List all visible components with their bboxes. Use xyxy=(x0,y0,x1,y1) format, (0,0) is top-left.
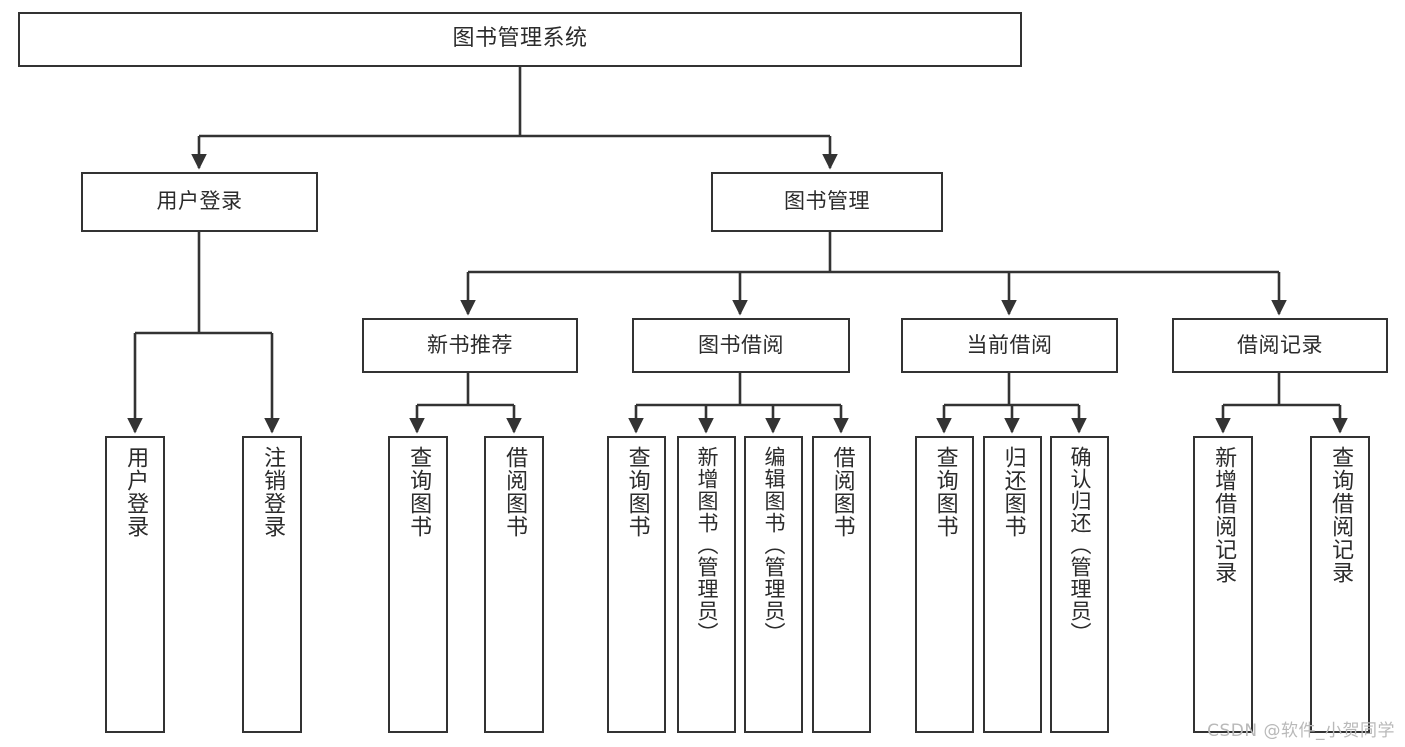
node-leaf-return-book[interactable]: 归还图书 xyxy=(983,436,1042,733)
node-leaf-borrow-book-1[interactable]: 借阅图书 xyxy=(484,436,544,733)
node-leaf-query-book-2[interactable]: 查询图书 xyxy=(607,436,666,733)
node-leaf-borrow-book-2[interactable]: 借阅图书 xyxy=(812,436,871,733)
node-leaf-logout-label: 注销登录 xyxy=(260,446,286,538)
node-root-label: 图书管理系统 xyxy=(452,26,588,52)
node-book-management-label: 图书管理 xyxy=(784,189,870,214)
node-leaf-borrow-book-2-label: 借阅图书 xyxy=(829,446,855,538)
node-borrow-records[interactable]: 借阅记录 xyxy=(1172,318,1388,373)
node-leaf-confirm-return[interactable]: 确认归还（管理员） xyxy=(1050,436,1109,733)
node-leaf-login-label: 用户登录 xyxy=(123,446,149,538)
node-leaf-edit-book[interactable]: 编辑图书（管理员） xyxy=(744,436,803,733)
node-user-login[interactable]: 用户登录 xyxy=(81,172,318,232)
node-leaf-query-record-label: 查询借阅记录 xyxy=(1328,446,1354,584)
node-leaf-add-record[interactable]: 新增借阅记录 xyxy=(1193,436,1253,733)
node-leaf-login[interactable]: 用户登录 xyxy=(105,436,165,733)
node-current-borrow-label: 当前借阅 xyxy=(966,332,1053,357)
watermark-text: CSDN @软件_小贺同学 xyxy=(1207,721,1395,741)
node-leaf-edit-book-label: 编辑图书（管理员） xyxy=(762,446,787,644)
node-root[interactable]: 图书管理系统 xyxy=(18,12,1022,67)
node-leaf-borrow-book-1-label: 借阅图书 xyxy=(502,446,528,538)
node-leaf-confirm-return-label: 确认归还（管理员） xyxy=(1068,446,1093,644)
node-borrow-records-label: 借阅记录 xyxy=(1237,332,1323,357)
node-leaf-query-book-1-label: 查询图书 xyxy=(406,446,432,538)
node-leaf-add-book-label: 新增图书（管理员） xyxy=(695,446,720,644)
node-user-login-label: 用户登录 xyxy=(156,189,243,214)
node-leaf-return-book-label: 归还图书 xyxy=(1000,446,1026,538)
node-leaf-query-record[interactable]: 查询借阅记录 xyxy=(1310,436,1370,733)
node-leaf-add-book[interactable]: 新增图书（管理员） xyxy=(677,436,736,733)
node-leaf-query-book-2-label: 查询图书 xyxy=(624,446,650,538)
node-leaf-logout[interactable]: 注销登录 xyxy=(242,436,302,733)
node-leaf-query-book-1[interactable]: 查询图书 xyxy=(388,436,448,733)
node-leaf-query-book-3[interactable]: 查询图书 xyxy=(915,436,974,733)
node-book-management[interactable]: 图书管理 xyxy=(711,172,943,232)
node-current-borrow[interactable]: 当前借阅 xyxy=(901,318,1118,373)
node-new-book-recommend-label: 新书推荐 xyxy=(427,332,513,357)
node-new-book-recommend[interactable]: 新书推荐 xyxy=(362,318,578,373)
node-book-borrow-label: 图书借阅 xyxy=(698,332,784,357)
node-leaf-add-record-label: 新增借阅记录 xyxy=(1211,446,1237,584)
node-leaf-query-book-3-label: 查询图书 xyxy=(932,446,958,538)
node-book-borrow[interactable]: 图书借阅 xyxy=(632,318,850,373)
